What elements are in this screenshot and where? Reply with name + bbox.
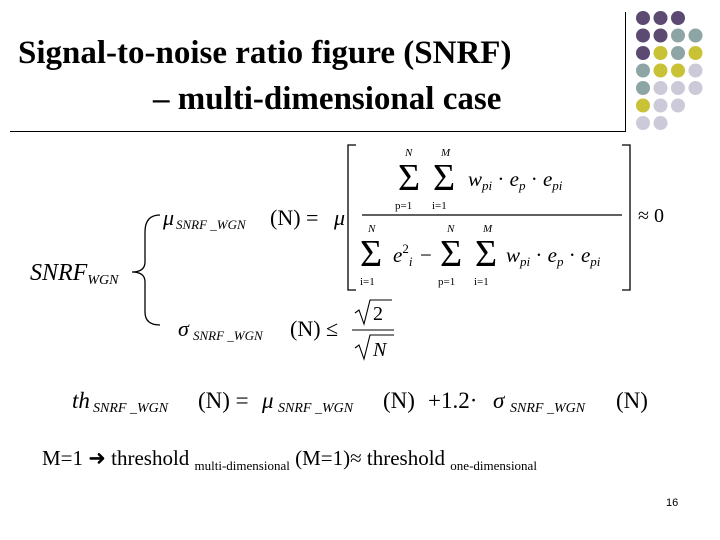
svg-text:(N): (N) [616,388,648,413]
sigma-subscript: SNRF _WGN [193,328,264,343]
right-bracket [622,144,631,291]
title-line-2: – multi-dimensional case [153,81,502,117]
decorative-dot [636,11,650,25]
left-bracket [347,144,356,291]
svg-text:e2i: e2i [393,241,413,269]
title-divider-horizontal [10,131,625,132]
threshold-equation: th SNRF _WGN (N) = μ SNRF _WGN (N) +1.2·… [72,388,648,416]
page-number: 16 [666,497,679,509]
footer-threshold-2: threshold [366,446,446,470]
decorative-dot [671,98,685,113]
decorative-dot [636,46,650,60]
denominator: N Σ i=1 e2i − N M Σ Σ p=1 i=1 wpi · ep ·… [360,223,601,288]
svg-text:p=1: p=1 [438,276,455,288]
decorative-dot [671,46,685,60]
decorative-dot [636,98,650,113]
svg-text:2: 2 [373,303,383,325]
decorative-dot [688,28,703,43]
mu-argument: (N) = [270,205,318,230]
svg-text:+1.2·: +1.2· [428,388,477,413]
svg-text:N: N [372,339,388,361]
svg-text:wpi · ep · epi: wpi · ep · epi [506,243,601,269]
decorative-dot [636,116,650,130]
svg-text:M: M [440,147,451,159]
svg-text:N: N [367,223,376,235]
svg-text:μ: μ [261,388,274,413]
decorative-dot [653,63,668,78]
slide-title: Signal-to-noise ratio figure (SNRF) – mu… [18,30,608,122]
svg-text:Σ: Σ [440,233,462,275]
svg-text:N: N [404,147,413,159]
svg-text:N: N [446,223,455,235]
sqrt-fraction: 2 N [352,299,394,361]
decorative-dot-grid [636,11,703,130]
svg-text:M: M [482,223,493,235]
left-brace [131,214,161,326]
decorative-dot [653,28,668,43]
svg-text:th: th [72,388,90,413]
decorative-dot [688,46,703,60]
decorative-dot [636,81,650,95]
svg-text:Σ: Σ [360,233,382,275]
sigma-symbol: σ [178,316,190,341]
footer-threshold-1: threshold [111,446,190,470]
mu-inner: μ [333,205,345,230]
svg-text:i=1: i=1 [432,200,447,212]
approx-zero: ≈ 0 [638,205,664,227]
decorative-dot [636,63,650,78]
footer-mid: (M=1)≈ [295,446,362,470]
svg-text:(N): (N) [383,388,415,413]
decorative-dot [671,28,685,43]
numerator: N M Σ Σ p=1 i=1 wpi · ep · epi [395,147,563,212]
svg-text:i=1: i=1 [474,276,489,288]
snrf-formula: SNRFWGN μ SNRF _WGN (N) = μ N M Σ Σ p=1 … [30,144,664,416]
mu-subscript: SNRF _WGN [176,217,247,232]
svg-text:Σ: Σ [398,157,420,199]
footer-lead: M=1 [42,446,84,470]
title-line-1: Signal-to-noise ratio figure (SNRF) [18,35,512,71]
svg-text:SNRF _WGN: SNRF _WGN [510,401,586,416]
svg-text:i=1: i=1 [360,276,375,288]
arrow-icon: ➜ [88,446,106,470]
decorative-dot [688,81,703,95]
decorative-dot [671,81,685,95]
mu-symbol: μ [162,205,174,230]
svg-text:SNRF _WGN: SNRF _WGN [93,401,169,416]
sigma-argument: (N) ≤ [290,316,338,341]
svg-text:wpi · ep · epi: wpi · ep · epi [468,167,563,193]
svg-text:SNRF _WGN: SNRF _WGN [278,401,354,416]
footer-sub-1: multi-dimensional [194,458,290,473]
svg-text:Σ: Σ [433,157,455,199]
decorative-dot [653,11,668,25]
decorative-dot [653,46,668,60]
decorative-dot [653,98,668,113]
decorative-dot [653,116,668,130]
svg-text:p=1: p=1 [395,200,412,212]
svg-text:Σ: Σ [475,233,497,275]
title-divider-vertical [625,12,626,132]
decorative-dot [636,28,650,43]
snrf-label: SNRFWGN [30,260,119,288]
footer-sub-2: one-dimensional [450,458,537,473]
svg-text:σ: σ [493,388,506,413]
decorative-dot [653,81,668,95]
footer-statement: M=1 ➜ threshold multi-dimensional (M=1)≈… [42,446,537,473]
svg-text:(N) =: (N) = [198,388,249,413]
decorative-dot [671,11,685,25]
decorative-dot [671,63,685,78]
svg-text:−: − [420,243,432,267]
decorative-dot [688,63,703,78]
